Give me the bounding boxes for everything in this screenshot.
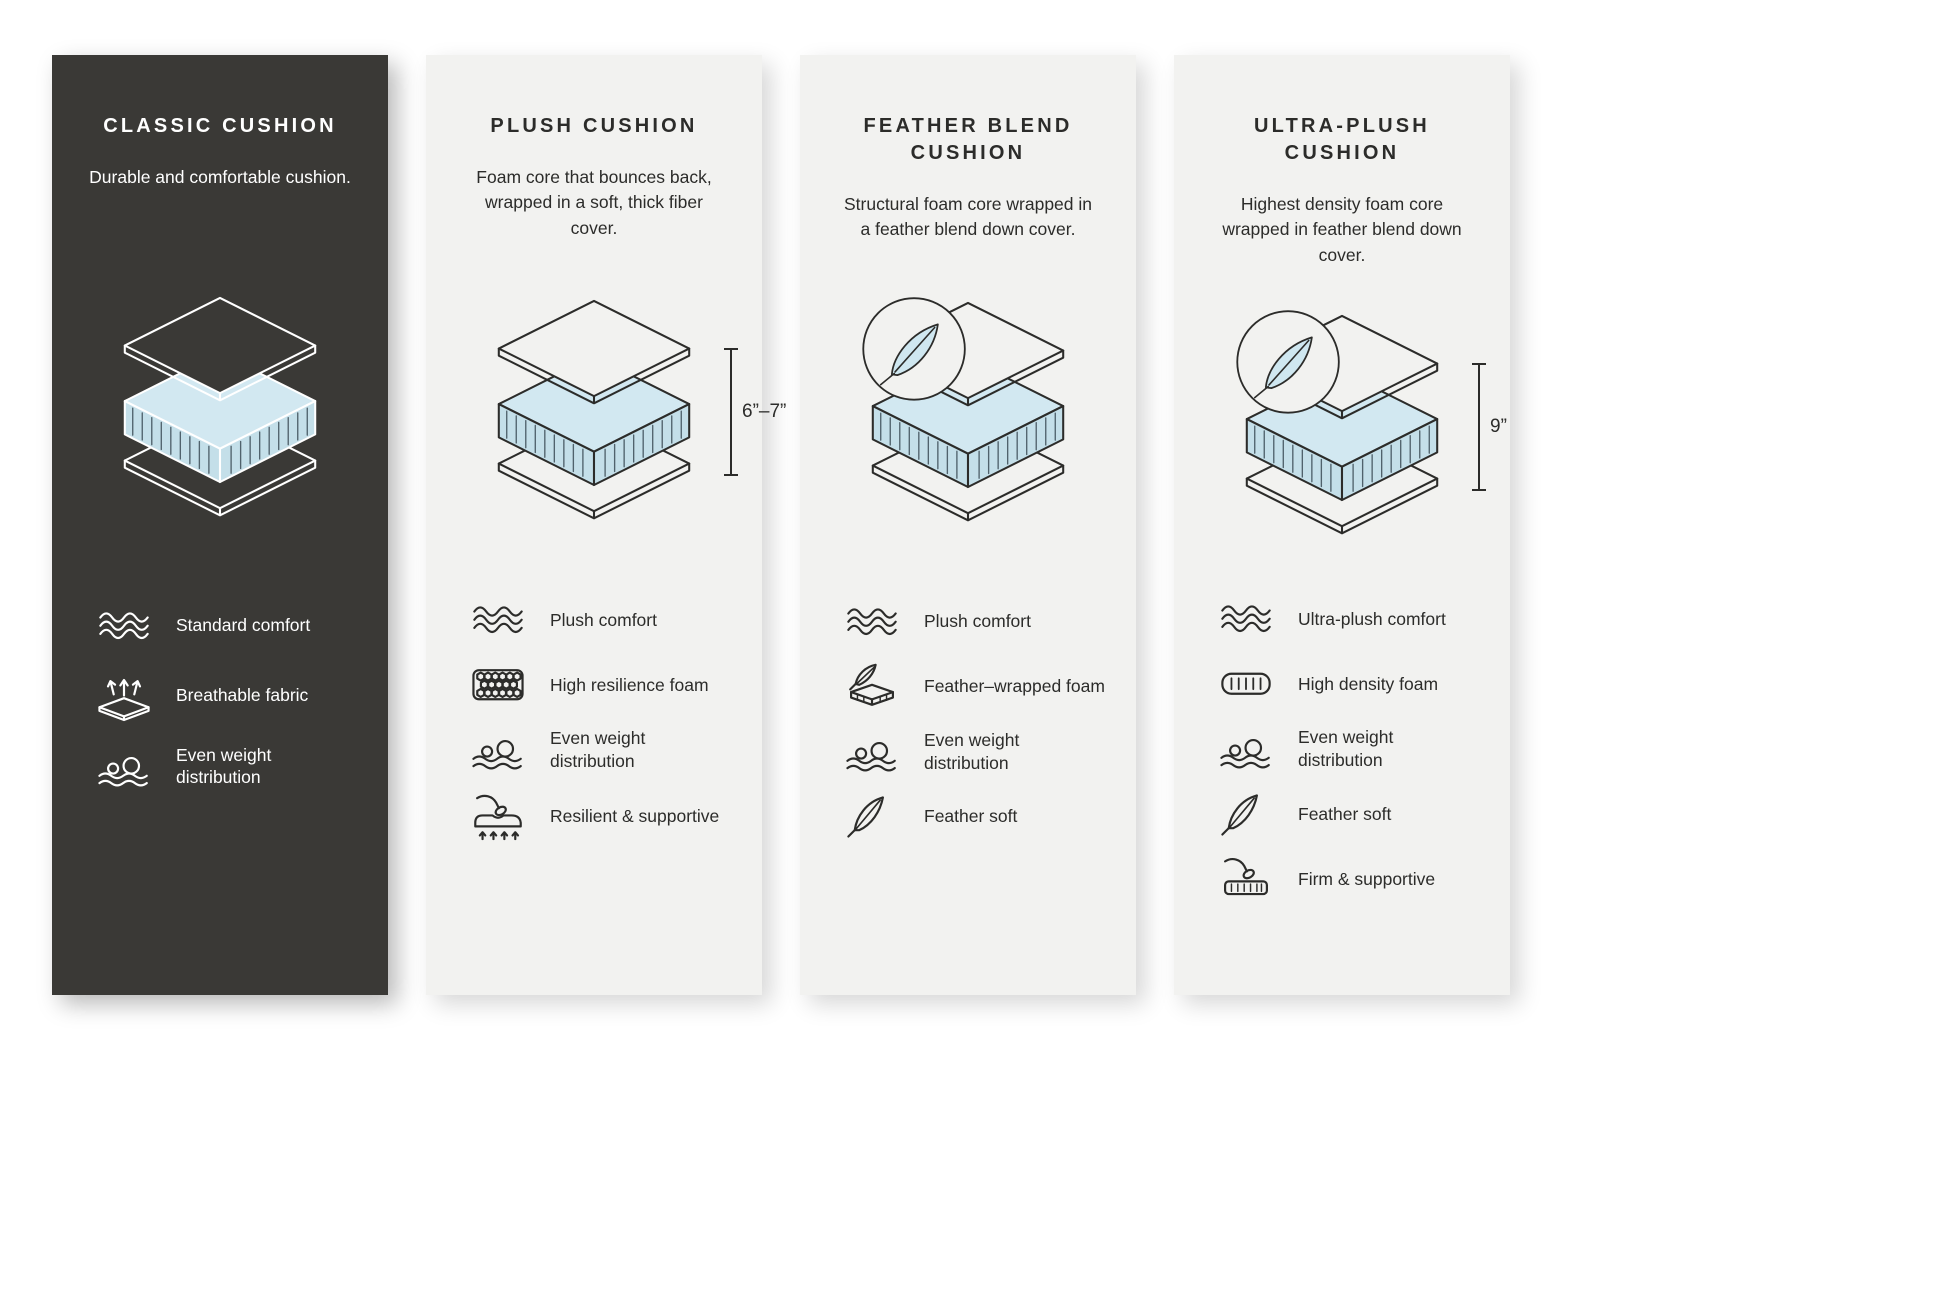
feature-label: Even weight distribution	[550, 728, 646, 772]
feather-icon	[1214, 790, 1278, 839]
feature-row: Even weight distribution	[840, 727, 1108, 777]
even-weight-icon	[92, 744, 156, 789]
feature-row: Even weight distribution	[466, 725, 734, 775]
feature-label: Even weight distribution	[1298, 727, 1394, 771]
card-description: Structural foam core wrapped in a feathe…	[843, 194, 1093, 240]
feature-label: Feather–wrapped foam	[924, 676, 1105, 697]
card-ultra-plush-cushion: ULTRA-PLUSH CUSHION Highest density foam…	[1174, 55, 1510, 995]
feather-icon	[840, 792, 904, 841]
feature-row: Firm & supportive	[1214, 854, 1482, 904]
feature-row: Plush comfort	[840, 597, 1108, 647]
feather-badge	[1236, 310, 1340, 414]
dimension-line	[1472, 363, 1486, 492]
feature-label: Standard comfort	[176, 615, 311, 635]
feature-list: Standard comfort Breathable fabric	[52, 600, 388, 791]
card-description: Durable and comfortable cushion.	[89, 167, 351, 187]
cushion-layers-icon	[123, 297, 317, 517]
card-feather-blend-cushion: FEATHER BLEND CUSHION Structural foam co…	[800, 55, 1136, 995]
feature-label: Plush comfort	[924, 611, 1031, 632]
feature-list: Plush comfort High resilience foam	[426, 595, 762, 843]
dimension-label: 6”–7”	[742, 401, 787, 423]
height-dimension: 9”	[1472, 363, 1507, 492]
dimension-label: 9”	[1490, 416, 1507, 438]
feature-row: High density foam	[1214, 659, 1482, 709]
feature-label: Resilient & supportive	[550, 806, 720, 827]
feature-row: High resilience foam	[466, 660, 734, 710]
height-dimension: 6”–7”	[724, 348, 787, 477]
feature-label: Even weight distribution	[176, 744, 272, 788]
feature-row: Resilient & supportive	[466, 790, 734, 843]
even-weight-icon	[840, 729, 904, 774]
hand-press-icon	[1214, 855, 1278, 902]
feature-label: Plush comfort	[550, 609, 657, 630]
feature-label: Even weight distribution	[924, 730, 1020, 773]
feature-list: Plush comfort Feather–wrapped foam	[800, 597, 1136, 842]
feature-label: Breathable fabric	[176, 685, 309, 706]
cushion-illustration	[101, 290, 339, 528]
cushion-layers-icon	[497, 300, 691, 520]
cushion-illustration: 9”	[1223, 308, 1507, 546]
feature-row: Feather soft	[1214, 789, 1482, 839]
feature-label: Firm & supportive	[1298, 868, 1436, 889]
dense-foam-icon	[1214, 661, 1278, 706]
card-title: FEATHER BLEND CUSHION	[863, 115, 1073, 164]
card-title: ULTRA-PLUSH CUSHION	[1254, 115, 1430, 164]
dimension-line	[724, 348, 738, 477]
feature-list: Ultra-plush comfort High density foam	[1174, 594, 1510, 904]
feature-row: Feather soft	[840, 792, 1108, 842]
feature-label: Feather soft	[924, 806, 1018, 827]
cushion-layers-icon	[1236, 310, 1439, 535]
card-classic-cushion: CLASSIC CUSHION Durable and comfortable …	[52, 55, 388, 995]
card-description: Foam core that bounces back, wrapped in …	[476, 167, 712, 238]
feature-row: Ultra-plush comfort	[1214, 594, 1482, 644]
card-title: PLUSH CUSHION	[490, 115, 698, 137]
feature-row: Feather–wrapped foam	[840, 662, 1108, 712]
foam-cells-icon	[466, 662, 530, 707]
cushion-illustration	[849, 295, 1087, 533]
feature-label: Ultra-plush comfort	[1298, 608, 1446, 629]
waves-icon	[92, 603, 156, 648]
feature-label: High resilience foam	[550, 674, 709, 695]
waves-icon	[1214, 596, 1278, 641]
feather-badge	[862, 297, 966, 401]
cushion-layers-icon	[862, 297, 1065, 522]
hand-press-icon	[466, 790, 530, 843]
feature-row: Breathable fabric	[92, 670, 360, 722]
feature-row: Standard comfort	[92, 600, 360, 650]
card-title: CLASSIC CUSHION	[103, 115, 337, 137]
even-weight-icon	[466, 727, 530, 772]
waves-icon	[840, 599, 904, 644]
card-description: Highest density foam core wrapped in fea…	[1222, 194, 1462, 265]
feature-row: Plush comfort	[466, 595, 734, 645]
feature-row: Even weight distribution	[1214, 724, 1482, 774]
feather-foam-icon	[840, 663, 904, 710]
card-plush-cushion: PLUSH CUSHION Foam core that bounces bac…	[426, 55, 786, 995]
feature-label: High density foam	[1298, 673, 1439, 694]
feature-row: Even weight distribution	[92, 741, 360, 791]
card-row: CLASSIC CUSHION Durable and comfortable …	[52, 55, 1510, 995]
waves-icon	[466, 597, 530, 642]
feature-label: Feather soft	[1298, 803, 1392, 824]
cushion-illustration: 6”–7”	[475, 293, 786, 531]
even-weight-icon	[1214, 726, 1278, 771]
breathable-icon	[92, 670, 156, 722]
